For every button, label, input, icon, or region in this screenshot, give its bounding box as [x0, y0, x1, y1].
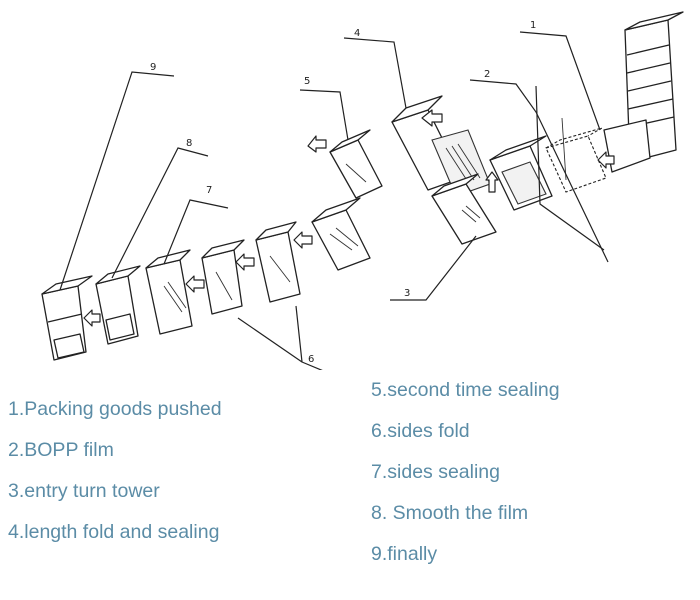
- legend-item-8: 8. Smooth the film: [371, 502, 529, 524]
- step-number-9: 9: [150, 62, 156, 73]
- step-number-3: 3: [404, 288, 410, 299]
- film-wrapped-box: [311, 197, 371, 271]
- legend-item-1: 1.Packing goods pushed: [8, 398, 222, 420]
- step-number-4: 4: [354, 28, 360, 39]
- entry-turn-tower: [431, 173, 497, 245]
- length-fold-unit: [391, 95, 491, 197]
- pushed-goods: [489, 117, 607, 211]
- step-number-5: 5: [304, 76, 310, 87]
- step-number-8: 8: [186, 138, 192, 149]
- step-number-2: 2: [484, 69, 490, 80]
- smooth-film-box: [95, 265, 141, 345]
- step-number-6: 6: [308, 354, 314, 365]
- legend-left: 1.Packing goods pushed 2.BOPP film 3.ent…: [8, 389, 222, 553]
- flow-arrows: [83, 109, 615, 327]
- legend-item-5: 5.second time sealing: [371, 379, 560, 401]
- legend-item-7: 7.sides sealing: [371, 461, 500, 483]
- step-number-1: 1: [530, 20, 536, 31]
- finished-package: [41, 275, 93, 361]
- side-fold-boxes: [201, 221, 301, 315]
- legend-right: 5.second time sealing 6.sides fold 7.sid…: [371, 370, 560, 575]
- legend-item-9: 9.finally: [371, 543, 438, 565]
- second-sealing-box: [329, 129, 383, 199]
- goods-stack: [603, 11, 684, 173]
- step-number-7: 7: [206, 185, 212, 196]
- legend-item-2: 2.BOPP film: [8, 439, 114, 461]
- legend-item-3: 3.entry turn tower: [8, 480, 160, 502]
- sides-sealing-box: [145, 249, 193, 335]
- legend-item-6: 6.sides fold: [371, 420, 470, 442]
- leader-lines: [59, 31, 609, 370]
- packing-process-diagram: 1 2 3 4 5 6 7 8 9: [41, 11, 684, 370]
- legend-item-4: 4.length fold and sealing: [8, 521, 220, 543]
